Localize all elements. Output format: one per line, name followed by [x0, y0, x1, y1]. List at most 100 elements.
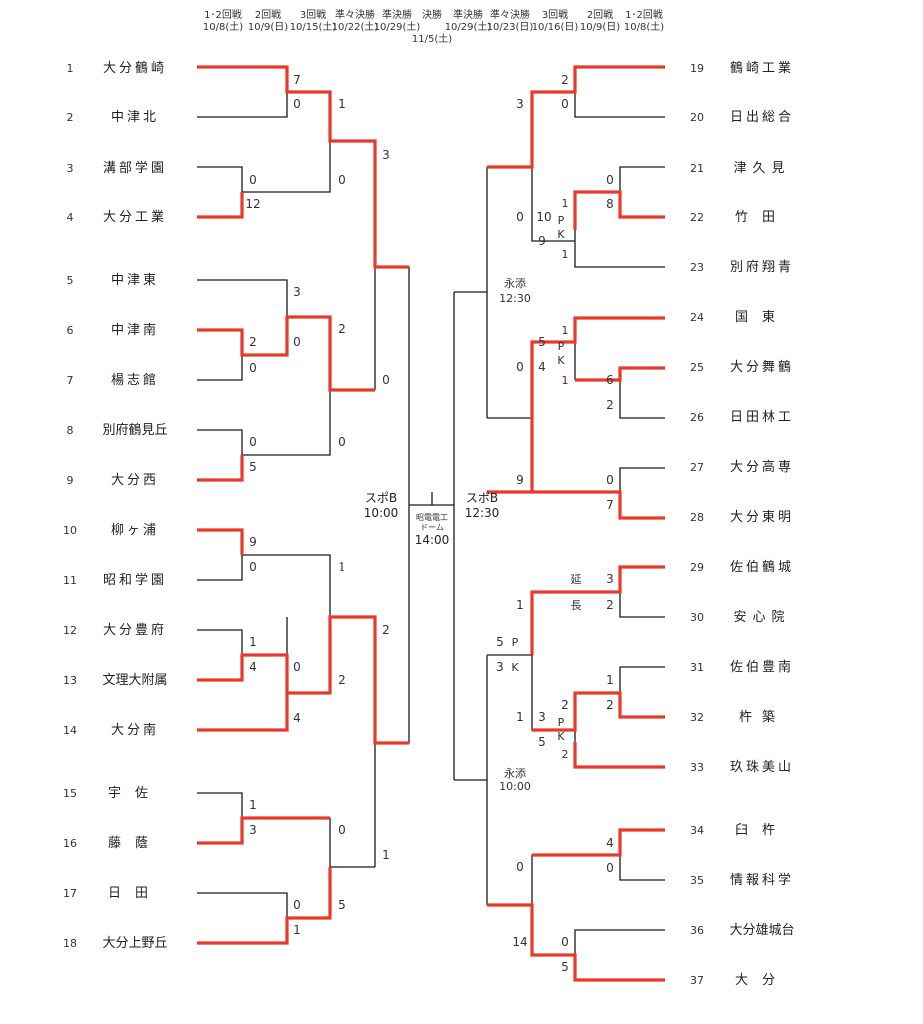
team-number: 6 — [67, 324, 74, 337]
team-number: 5 — [67, 274, 74, 287]
round-header: 1･2回戦 10/8(土) 2回戦 10/9(日) 3回戦 10/15(土) 準… — [203, 8, 664, 45]
extra-innings-label: 延 — [571, 573, 582, 586]
team-name: 文理大附属 — [102, 673, 167, 688]
score-label: 2 — [561, 698, 569, 712]
header-left-date-1: 10/8(土) — [203, 20, 243, 33]
team-number: 17 — [63, 887, 77, 900]
team-number: 30 — [690, 611, 704, 624]
pk-label: P — [558, 340, 565, 353]
header-left-round-2: 2回戦 — [255, 8, 281, 21]
score-label: 3 — [516, 97, 524, 111]
team-name: 日田林工 — [730, 410, 794, 425]
header-right-round-1: 準決勝 — [453, 8, 483, 21]
score-label: 1 — [382, 848, 390, 862]
header-left-date-2: 10/9(日) — [248, 22, 288, 33]
score-label: 0 — [561, 935, 569, 949]
score-label: 0 — [293, 660, 301, 674]
team-name: 大分西 — [111, 473, 159, 488]
team-number: 10 — [63, 524, 77, 537]
team-number: 22 — [690, 211, 704, 224]
header-left-round-1: 1･2回戦 — [204, 8, 242, 21]
score-label: 1 — [516, 598, 524, 612]
score-label: 1 — [338, 560, 346, 574]
score-label: 1 — [562, 248, 569, 261]
header-right-date-1: 10/29(土) — [445, 20, 492, 33]
team-name: 大分上野丘 — [102, 936, 167, 951]
header-left-round-5: 準決勝 — [382, 8, 412, 21]
header-right-round-4: 2回戦 — [587, 8, 613, 21]
score-label: 1 — [249, 635, 257, 649]
header-right-date-3: 10/16(日) — [532, 22, 579, 33]
pk-label: P — [558, 716, 565, 729]
score-label: 0 — [249, 361, 257, 375]
team-name: 大分南 — [111, 722, 159, 738]
team-name: 臼杵 — [735, 823, 789, 838]
team-name: 別府翔青 — [730, 260, 794, 275]
left-team-list: 1 大分鶴崎 2 中津北 3 溝部学園 4 大分工業 5 中津東 6 中津南 7… — [63, 60, 168, 951]
score-label: 9 — [516, 473, 524, 487]
team-number: 37 — [690, 974, 704, 987]
team-number: 11 — [63, 574, 77, 587]
score-label: 4 — [606, 836, 614, 850]
right-scores: 2 0 0 8 1 9 1 10 3 0 1 1 6 2 5 4 0 0 7 9… — [496, 73, 614, 974]
score-label: 7 — [606, 498, 614, 512]
pk-label: K — [511, 661, 519, 674]
team-name: 楊志館 — [111, 372, 159, 388]
score-label: 9 — [249, 535, 257, 549]
team-name: 大分豊府 — [103, 623, 167, 638]
score-label: 5 — [538, 335, 546, 349]
score-label: 5 — [249, 460, 257, 474]
score-label: 1 — [293, 923, 301, 937]
team-name: 安心院 — [733, 610, 790, 625]
score-label: 1 — [562, 197, 569, 210]
team-number: 8 — [67, 424, 74, 437]
score-label: 14 — [512, 935, 527, 949]
score-label: 2 — [606, 698, 614, 712]
score-label: 0 — [516, 210, 524, 224]
score-label: 1 — [562, 374, 569, 387]
team-name: 大分高専 — [730, 459, 794, 475]
team-name: 津久見 — [733, 161, 790, 176]
team-number: 36 — [690, 924, 704, 937]
team-number: 24 — [690, 311, 704, 324]
score-label: 0 — [561, 97, 569, 111]
score-label: 0 — [382, 373, 390, 387]
team-number: 35 — [690, 874, 704, 887]
final-time: 14:00 — [415, 533, 450, 547]
team-name: 国東 — [735, 309, 789, 325]
team-number: 28 — [690, 511, 704, 524]
team-number: 31 — [690, 661, 704, 674]
score-label: 1 — [516, 710, 524, 724]
score-label: 3 — [606, 572, 614, 586]
score-label: 9 — [538, 234, 546, 248]
score-label: 4 — [538, 360, 546, 374]
team-name: 情報科学 — [730, 872, 794, 888]
team-number: 29 — [690, 561, 704, 574]
pk-markers: P K P K P K P K 延 長 — [511, 214, 581, 743]
pk-label: K — [557, 228, 565, 241]
team-name: 大分東明 — [730, 509, 794, 525]
team-name: 別府鶴見丘 — [102, 422, 167, 438]
team-name: 大分雄城台 — [729, 923, 794, 938]
header-right-date-5: 10/8(土) — [624, 20, 664, 33]
header-right-round-2: 準々決勝 — [490, 8, 530, 21]
team-name: 中津東 — [111, 272, 159, 288]
qf-venue: 永添 — [504, 276, 526, 290]
right-bracket-lines — [453, 65, 665, 982]
team-name: 日出総合 — [730, 110, 794, 125]
score-label: 0 — [293, 335, 301, 349]
qf-time: 12:30 — [499, 292, 531, 305]
team-name: 柳ヶ浦 — [111, 523, 159, 538]
left-semi-time: 10:00 — [364, 506, 399, 520]
team-number: 20 — [690, 111, 704, 124]
pk-label: P — [512, 636, 519, 649]
final-venue: 昭電電工 — [416, 513, 448, 522]
score-label: 7 — [293, 73, 301, 87]
team-name: 中津北 — [111, 110, 159, 125]
team-name: 藤蔭 — [108, 836, 162, 851]
team-name: 大分舞鶴 — [730, 359, 794, 375]
team-number: 3 — [67, 162, 74, 175]
header-final-date: 11/5(土) — [412, 32, 452, 45]
score-label: 3 — [249, 823, 257, 837]
team-name: 佐伯豊南 — [730, 659, 794, 675]
